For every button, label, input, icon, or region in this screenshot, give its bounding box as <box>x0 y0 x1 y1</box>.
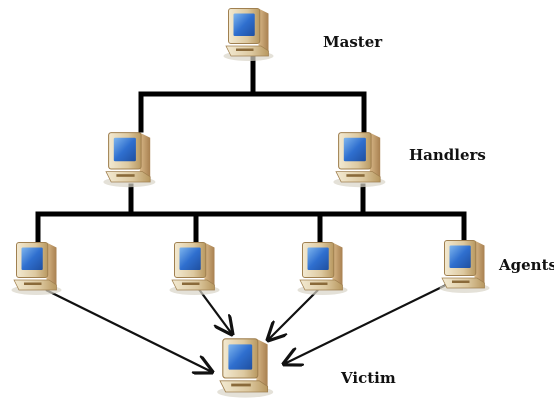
handler-right-computer-icon <box>332 131 387 188</box>
arrow-agent-4-to-victim <box>284 284 447 364</box>
master-label: Master <box>323 33 383 51</box>
arrow-agent-1-to-victim <box>45 289 212 372</box>
agents-label: Agents <box>498 256 554 274</box>
victim-computer-icon <box>216 338 274 399</box>
handlers-label: Handlers <box>409 146 486 164</box>
arrow-agent-3-to-victim <box>268 289 319 340</box>
agent-3-computer-icon <box>296 241 349 296</box>
victim-label: Victim <box>340 369 396 387</box>
agent-1-computer-icon <box>10 241 63 296</box>
attack-arrows <box>45 284 447 372</box>
arrow-agent-2-to-victim <box>197 287 232 334</box>
agent-4-computer-icon <box>438 239 491 294</box>
connection-lines <box>35 55 467 243</box>
handler-left-computer-icon <box>102 131 157 188</box>
master-computer-icon <box>222 7 275 62</box>
agent-2-computer-icon <box>168 241 221 296</box>
